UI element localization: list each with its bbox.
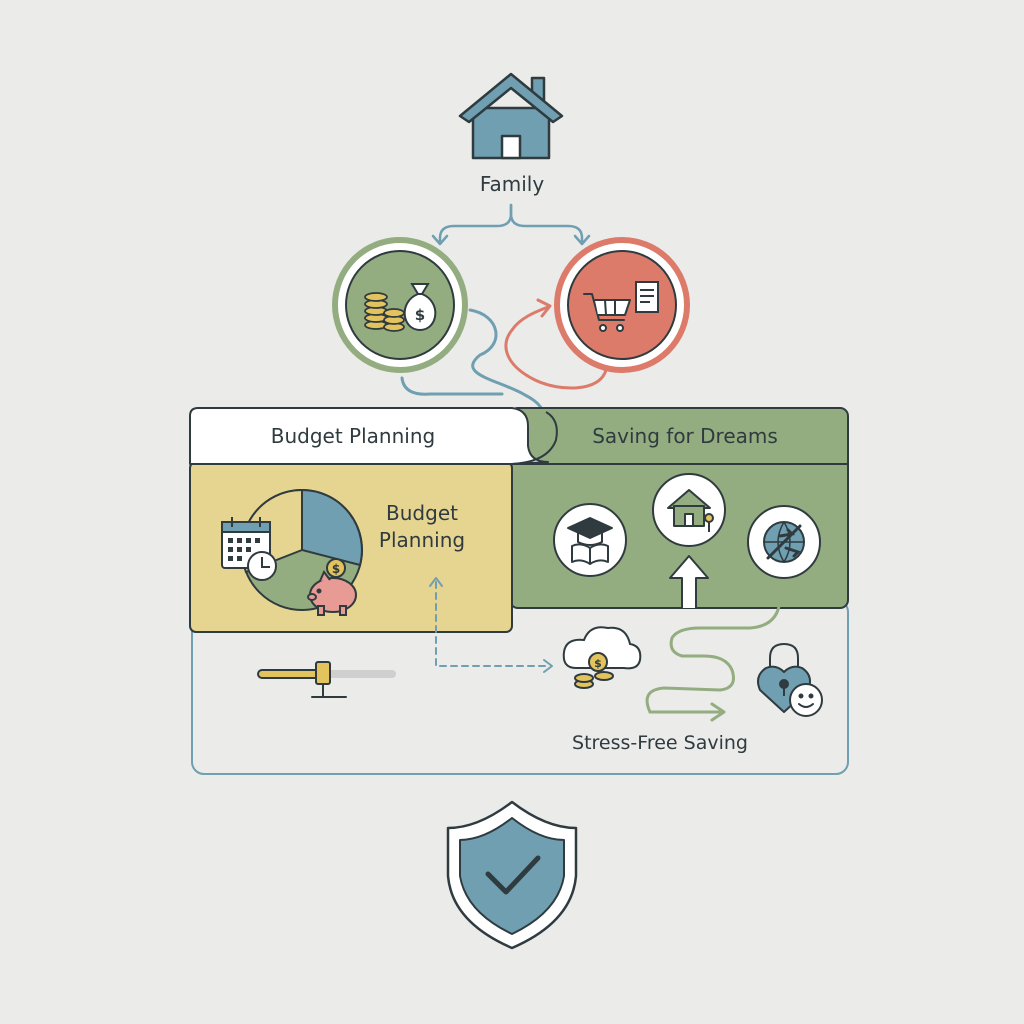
stress-free-saving-label: Stress-Free Saving xyxy=(572,732,748,754)
house-icon xyxy=(458,72,564,160)
winding-path xyxy=(645,590,790,722)
money-bag-icon: $ xyxy=(403,283,437,332)
receipt-icon xyxy=(635,281,659,313)
smiley-icon xyxy=(789,683,823,717)
shield-check-icon xyxy=(446,800,578,950)
dashed-arrowheads xyxy=(429,577,553,673)
shopping-cart-icon xyxy=(583,293,631,332)
dashed-connector xyxy=(435,581,549,667)
tab-saving-for-dreams[interactable]: Saving for Dreams xyxy=(592,424,778,448)
dream-home-icon xyxy=(652,473,726,547)
tab-budget-planning[interactable]: Budget Planning xyxy=(270,424,436,448)
coins-icon xyxy=(364,292,405,332)
piggy-bank-icon: $ xyxy=(307,558,357,616)
travel-globe-icon xyxy=(747,505,821,579)
cloud-coins-icon: $ xyxy=(562,626,642,689)
graduation-book-icon xyxy=(553,503,627,577)
family-label: Family xyxy=(479,172,545,196)
svg-text:$: $ xyxy=(332,562,340,576)
lock-heart-icon xyxy=(757,643,811,713)
svg-text:$: $ xyxy=(415,306,425,324)
slider-icon xyxy=(257,661,396,698)
up-arrow-icon xyxy=(669,555,709,608)
clock-icon xyxy=(247,551,277,581)
family-split-arrows xyxy=(431,203,591,246)
income-circle xyxy=(332,237,468,373)
svg-text:$: $ xyxy=(594,657,602,670)
budget-panel-label: Budget Planning xyxy=(378,501,466,552)
